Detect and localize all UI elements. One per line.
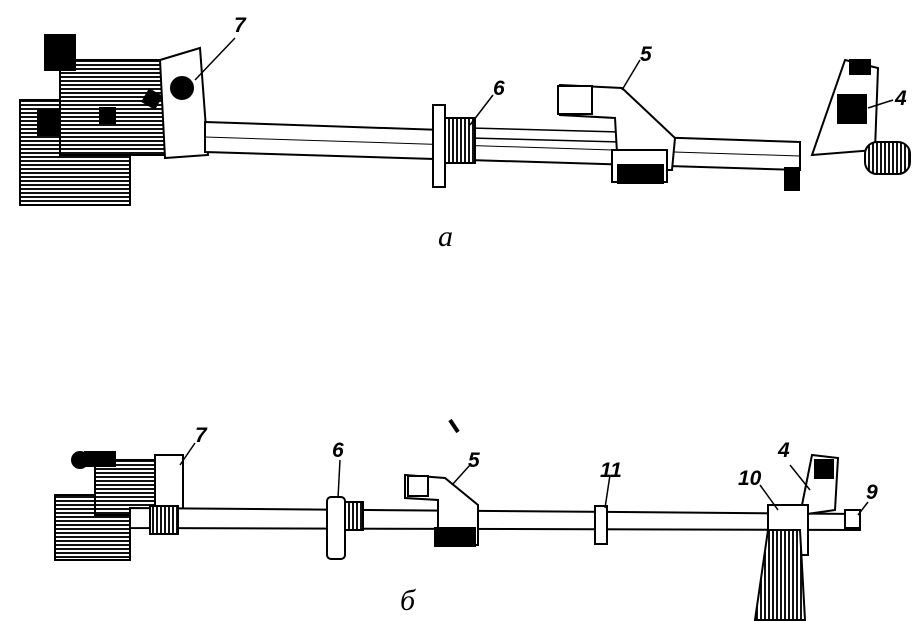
caption-a: а bbox=[438, 220, 453, 253]
handguard-retainer-b bbox=[326, 496, 364, 560]
handguard-retainer-a bbox=[432, 104, 476, 188]
label-b-9: 9 bbox=[866, 481, 878, 504]
leader-lines-a bbox=[194, 37, 894, 126]
muzzle-b bbox=[844, 509, 861, 529]
barrel-band-b bbox=[594, 505, 608, 545]
barrel-assembly-b bbox=[54, 418, 861, 621]
label-b-7: 7 bbox=[195, 424, 207, 447]
barrel-assembly-a bbox=[19, 34, 911, 206]
label-b-4: 4 bbox=[778, 439, 790, 462]
debris-mark-b bbox=[448, 418, 460, 434]
label-b-5: 5 bbox=[468, 449, 480, 472]
label-a-7: 7 bbox=[234, 14, 246, 37]
label-a-4: 4 bbox=[895, 87, 907, 110]
front-sight-a bbox=[784, 58, 880, 191]
leader-lines-b bbox=[179, 442, 869, 516]
gas-block-b bbox=[404, 473, 479, 547]
rear-sight-base-a bbox=[141, 46, 210, 160]
label-b-11: 11 bbox=[600, 459, 622, 482]
label-a-6: 6 bbox=[493, 77, 505, 100]
barrel-b bbox=[129, 506, 861, 532]
label-a-5: 5 bbox=[640, 43, 652, 66]
muzzle-a bbox=[864, 141, 911, 175]
lower-bracket-b bbox=[753, 529, 807, 621]
label-b-10: 10 bbox=[738, 467, 762, 490]
gas-block-a bbox=[557, 83, 677, 184]
receiver-a bbox=[19, 34, 171, 206]
label-b-6: 6 bbox=[332, 439, 344, 462]
caption-b: б bbox=[400, 584, 416, 617]
